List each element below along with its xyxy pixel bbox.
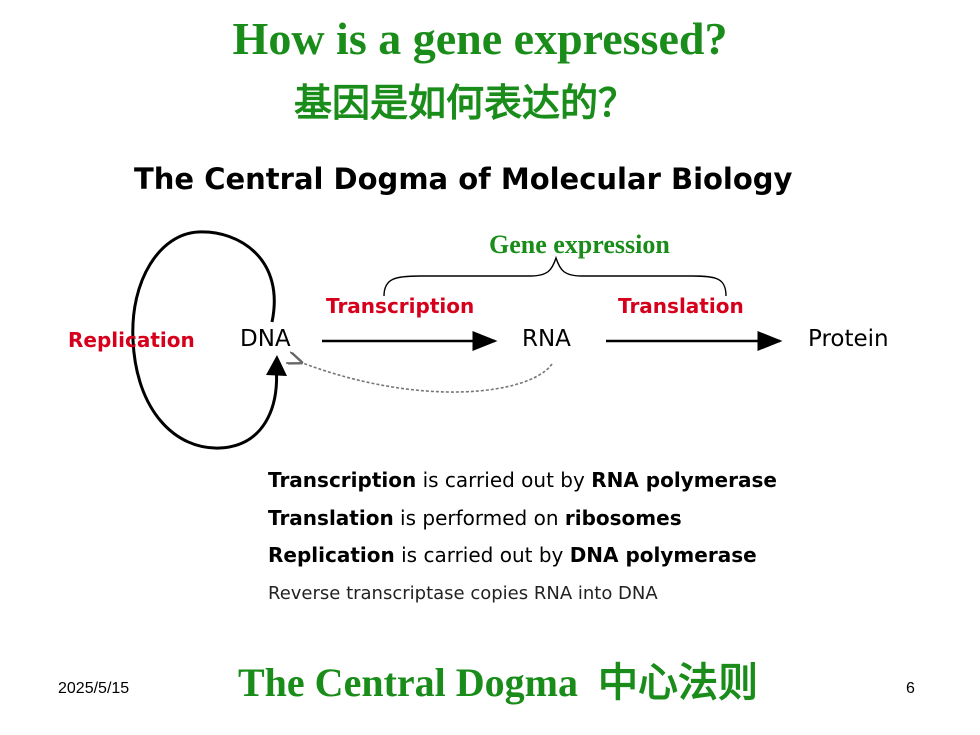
gene-expression-label: Gene expression <box>489 230 670 259</box>
reverse-transcription-arrow <box>300 362 553 393</box>
footer-date: 2025/5/15 <box>58 680 130 697</box>
rna-node: RNA <box>522 326 571 352</box>
protein-node: Protein <box>808 326 889 352</box>
replication-label: Replication <box>68 328 195 352</box>
page-number: 6 <box>906 680 915 697</box>
slide-title-en: How is a gene expressed? <box>232 13 728 64</box>
transcription-label: Transcription <box>326 294 475 318</box>
footer-title: The Central Dogma 中心法则 <box>238 660 758 705</box>
slide-title-zh: 基因是如何表达的？ <box>293 81 636 125</box>
translation-label: Translation <box>618 294 744 318</box>
gene-expression-brace <box>383 255 727 297</box>
replication-loop-arrow <box>131 230 279 450</box>
note-replication: Replication is carried out by DNA polyme… <box>268 543 757 567</box>
dna-node: DNA <box>240 326 291 352</box>
replication-loop-arrowhead <box>266 355 287 376</box>
note-reverse-transcriptase: Reverse transcriptase copies RNA into DN… <box>268 583 658 604</box>
diagram-title: The Central Dogma of Molecular Biology <box>134 162 793 196</box>
note-transcription: Transcription is carried out by RNA poly… <box>268 468 777 492</box>
note-translation: Translation is performed on ribosomes <box>268 506 682 530</box>
